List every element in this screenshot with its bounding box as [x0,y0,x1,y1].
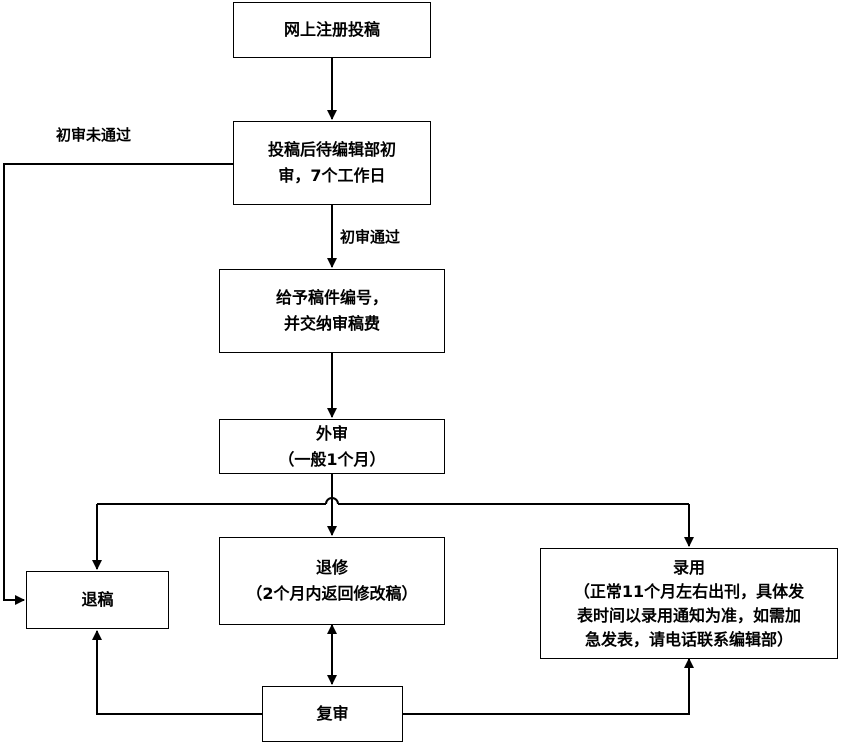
re-review-box: 复审 [262,686,403,742]
numbering-fee-line-2: 并交纳审稿费 [283,314,380,333]
numbering-fee-box: 给予稿件编号， 并交纳审稿费 [219,269,445,353]
revision-line-2: （2个月内返回修改稿） [246,584,418,603]
register-submit-text: 网上注册投稿 [283,20,380,39]
revision-box: 退修 （2个月内返回修改稿） [219,537,445,625]
register-submit-box: 网上注册投稿 [233,2,431,58]
rejection-box: 退稿 [26,571,169,629]
initial-fail-label: 初审未通过 [56,126,132,144]
acceptance-line-2: （正常11个月左右出刊，具体发 [573,581,805,601]
acceptance-line-1: 录用 [672,557,705,577]
initial-review-line-2: 审，7个工作日 [278,166,386,185]
acceptance-line-4: 急发表，请电话联系编辑部） [584,629,793,649]
initial-review-line-1: 投稿后待编辑部初 [267,140,396,159]
numbering-fee-line-1: 给予稿件编号， [275,288,388,307]
external-review-line-2: （一般1个月） [278,449,386,469]
acceptance-line-3: 表时间以录用通知为准，如需加 [576,605,801,625]
re-review-text: 复审 [316,704,349,723]
arrow-re-review-to-rejection [92,630,262,715]
rejection-text: 退稿 [81,590,114,609]
revision-line-1: 退修 [315,558,348,577]
arrow-re-review-to-acceptance [403,658,694,715]
initial-review-box: 投稿后待编辑部初 审，7个工作日 [233,121,431,205]
external-review-line-1: 外审 [315,423,348,443]
arrow-initial-fail-to-rejection [3,163,233,605]
external-review-box: 外审 （一般1个月） [219,419,445,474]
initial-pass-label: 初审通过 [340,228,401,246]
acceptance-box: 录用 （正常11个月左右出刊，具体发 表时间以录用通知为准，如需加 急发表，请电… [540,548,838,659]
